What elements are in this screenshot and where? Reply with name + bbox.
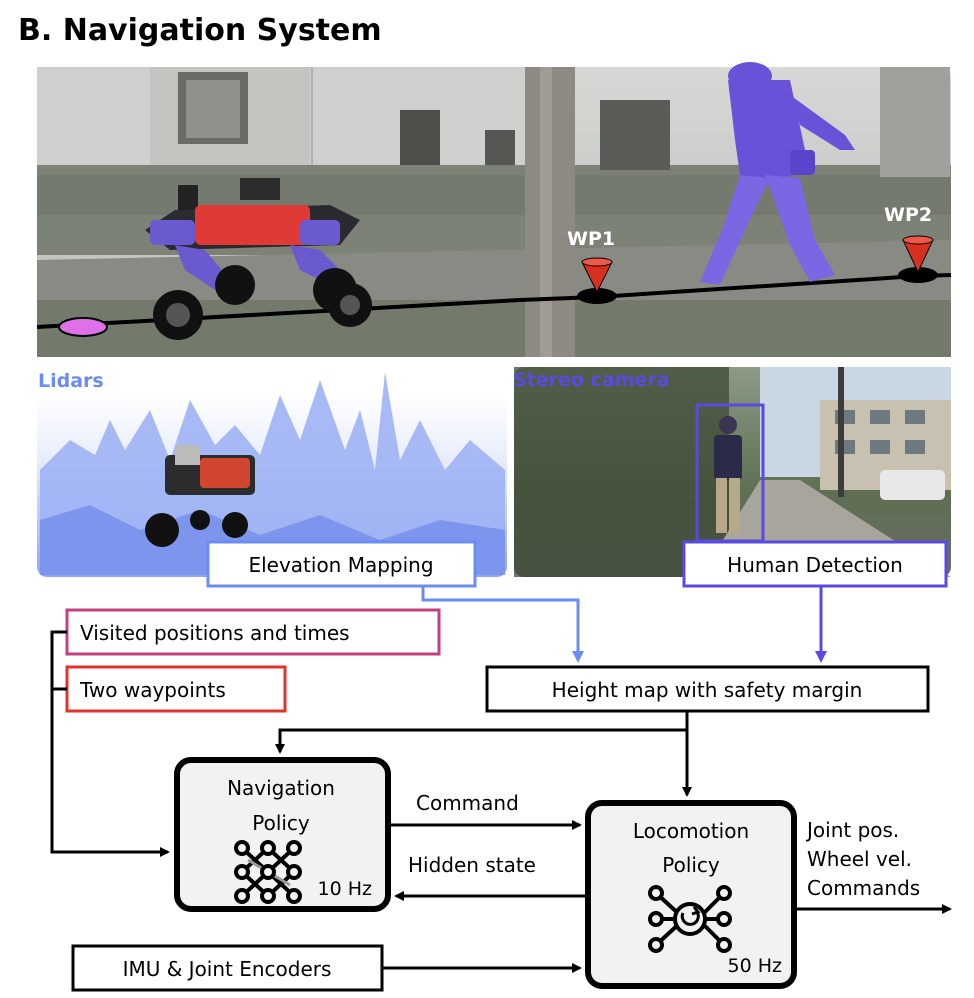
human-detection-box: Human Detection [682,540,948,588]
output-commands: Commands [807,876,920,900]
lidar-elevation-image [37,372,507,577]
robot-anymal [145,178,372,340]
output-joint-pos: Joint pos. [805,818,899,842]
visited-position-marker [58,317,108,337]
recurrent-network-icon [648,885,732,953]
locomotion-policy-rate: 50 Hz [728,955,783,977]
heightmap-to-navigation-arrow [275,711,689,754]
navigation-policy-box: Navigation Policy 10 Hz [174,757,391,912]
height-map-label: Height map with safety margin [552,678,863,702]
imu-encoders-box: IMU & Joint Encoders [71,944,384,992]
imu-encoders-label: IMU & Joint Encoders [123,957,332,981]
elevation-to-heightmap-arrow [421,586,584,663]
height-map-box: Height map with safety margin [485,665,930,713]
navigation-policy-title: Navigation [227,776,335,800]
visited-positions-box: Visited positions and times [65,608,441,656]
visited-positions-label: Visited positions and times [80,621,350,645]
command-label: Command [416,791,519,815]
output-wheel-vel: Wheel vel. [807,847,912,871]
navigation-policy-rate: 10 Hz [318,878,373,900]
two-waypoints-label: Two waypoints [79,678,226,702]
waypoint-2-label: WP2 [884,204,932,226]
top-scene-photo: WP1 WP2 [36,62,952,357]
waypoint-1-marker [577,257,617,304]
two-waypoints-box: Two waypoints [65,665,287,713]
hidden-state-label: Hidden state [408,853,536,877]
inputs-to-navigation-arrow [50,630,170,857]
elevation-mapping-box: Elevation Mapping [206,540,477,588]
locomotion-policy-box: Locomotion Policy 50 Hz [585,800,797,989]
person-silhouette [700,62,855,285]
waypoint-2-marker [898,235,938,283]
locomotion-policy-title: Locomotion [633,819,749,843]
waypoint-1-label: WP1 [567,228,615,250]
page-title: B. Navigation System [18,13,382,48]
human-detection-label: Human Detection [727,553,903,577]
locomotion-policy-subtitle: Policy [662,853,720,877]
neural-network-icon [234,840,302,904]
lidar-label: Lidars [38,370,104,392]
camera-label: Stereo camera [513,369,670,391]
elevation-mapping-label: Elevation Mapping [248,553,433,577]
navigation-policy-subtitle: Policy [252,811,310,835]
